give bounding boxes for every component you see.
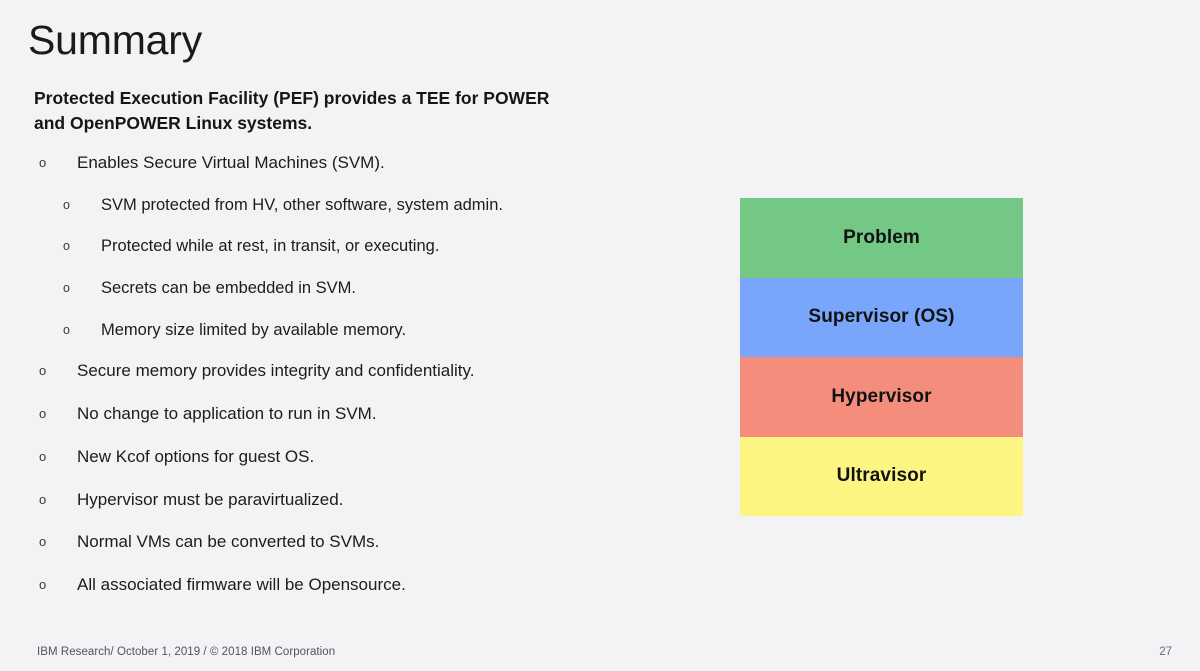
list-item-label: Hypervisor must be paravirtualized. xyxy=(77,489,344,509)
page-title: Summary xyxy=(28,17,203,63)
bullet-marker-icon: o xyxy=(63,281,70,296)
list-item-label: Protected while at rest, in transit, or … xyxy=(101,237,440,256)
list-item: o Protected while at rest, in transit, o… xyxy=(34,236,674,258)
list-item-label: Secrets can be embedded in SVM. xyxy=(101,279,356,298)
list-item-label: Secure memory provides integrity and con… xyxy=(77,360,475,380)
list-item: o All associated firmware will be Openso… xyxy=(34,574,674,596)
bullet-marker-icon: o xyxy=(63,322,70,337)
bullet-marker-icon: o xyxy=(63,197,70,212)
list-item: o New Kcof options for guest OS. xyxy=(34,446,674,468)
list-item-label: Memory size limited by available memory. xyxy=(101,320,407,339)
bullet-marker-icon: o xyxy=(63,239,70,254)
content-column: Protected Execution Facility (PEF) provi… xyxy=(34,86,674,617)
list-item-label: All associated firmware will be Opensour… xyxy=(77,575,406,595)
stack-layer-ultravisor: Ultravisor xyxy=(740,436,1023,516)
bullet-marker-icon: o xyxy=(39,448,47,464)
list-item-label: New Kcof options for guest OS. xyxy=(77,446,315,466)
list-item-label: Normal VMs can be converted to SVMs. xyxy=(77,532,380,552)
bullet-list: o Enables Secure Virtual Machines (SVM).… xyxy=(34,152,674,597)
list-item: o No change to application to run in SVM… xyxy=(34,403,674,425)
page-number: 27 xyxy=(1159,646,1172,658)
bullet-marker-icon: o xyxy=(39,362,47,378)
bullet-marker-icon: o xyxy=(39,577,47,593)
stack-layer-supervisor: Supervisor (OS) xyxy=(740,277,1023,357)
privilege-stack-diagram: Problem Supervisor (OS) Hypervisor Ultra… xyxy=(740,198,1023,516)
list-item: o Normal VMs can be converted to SVMs. xyxy=(34,531,674,553)
stack-layer-problem: Problem xyxy=(740,198,1023,278)
list-item: o Hypervisor must be paravirtualized. xyxy=(34,489,674,511)
list-item: o Memory size limited by available memor… xyxy=(34,320,674,342)
bullet-marker-icon: o xyxy=(39,154,47,170)
list-item: o SVM protected from HV, other software,… xyxy=(34,195,674,217)
bullet-marker-icon: o xyxy=(39,405,47,421)
list-item-label: SVM protected from HV, other software, s… xyxy=(101,195,503,214)
list-item: o Enables Secure Virtual Machines (SVM). xyxy=(34,152,674,174)
footer-text: IBM Research/ October 1, 2019 / © 2018 I… xyxy=(37,646,336,658)
lead-paragraph: Protected Execution Facility (PEF) provi… xyxy=(34,88,550,133)
list-item: o Secure memory provides integrity and c… xyxy=(34,360,674,382)
list-item: o Secrets can be embedded in SVM. xyxy=(34,278,674,300)
list-item-label: Enables Secure Virtual Machines (SVM). xyxy=(77,152,385,172)
bullet-sublist: o SVM protected from HV, other software,… xyxy=(34,195,674,342)
list-item-label: No change to application to run in SVM. xyxy=(77,403,377,423)
bullet-marker-icon: o xyxy=(39,534,47,550)
stack-layer-hypervisor: Hypervisor xyxy=(740,357,1023,437)
bullet-marker-icon: o xyxy=(39,491,47,507)
